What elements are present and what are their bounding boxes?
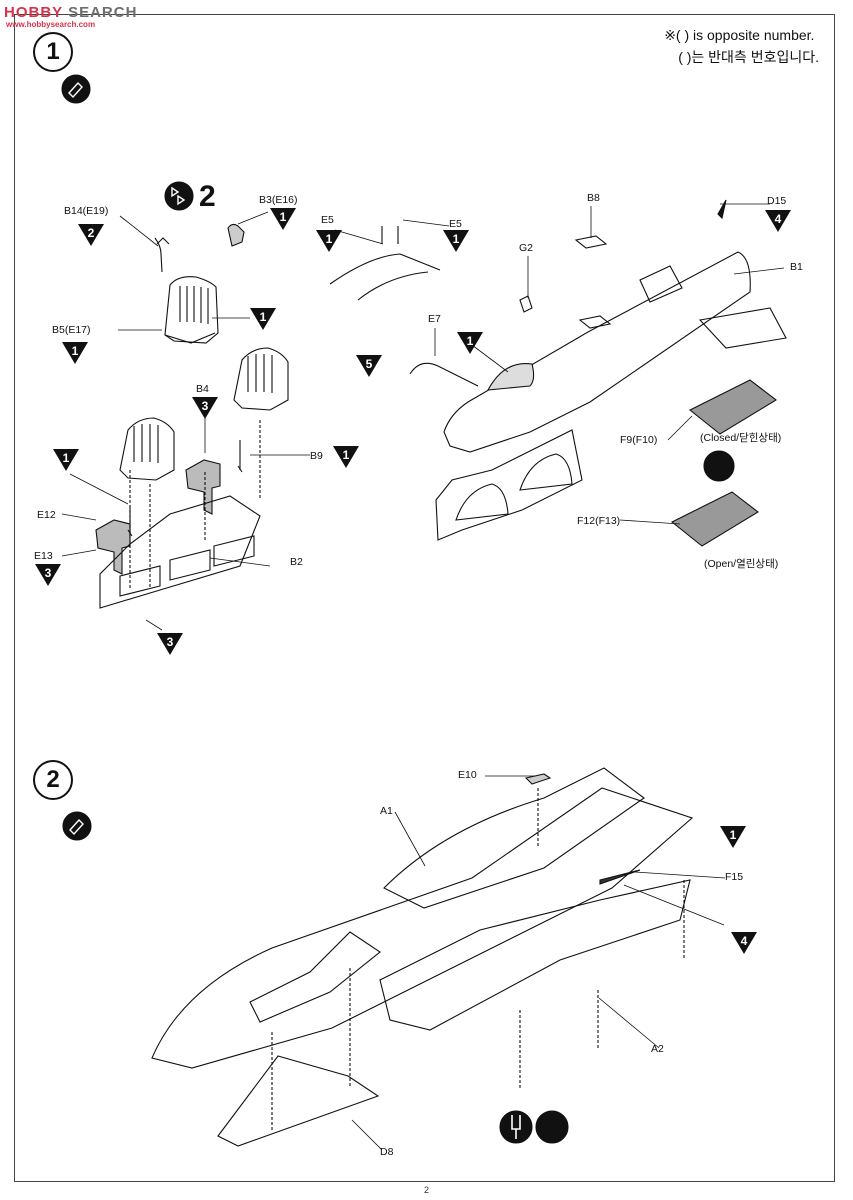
triangle-number: 1 xyxy=(730,828,737,842)
part-label-g2: G2 xyxy=(519,242,534,254)
triangle-number: 5 xyxy=(366,357,373,371)
triangle-number: 1 xyxy=(343,448,350,462)
part-label-d15: D15 xyxy=(767,195,787,207)
drill-icon xyxy=(499,1110,533,1144)
part-label-f9: F9(F10) xyxy=(620,434,658,446)
part-label-e5-right: E5 xyxy=(449,218,462,230)
triangle-number: 2 xyxy=(88,226,95,240)
step-1-number: 1 xyxy=(33,32,73,72)
step-triangle-g2: 1 xyxy=(457,332,483,354)
triangle-number: 1 xyxy=(453,232,460,246)
page-frame xyxy=(14,14,835,1182)
part-label-f15: F15 xyxy=(725,871,744,883)
step-triangle-b14: 2 xyxy=(78,224,104,246)
triangle-number: 1 xyxy=(326,232,333,246)
step-triangle-seat: 1 xyxy=(250,308,276,330)
triangle-number: 4 xyxy=(741,934,748,948)
part-label-b8: B8 xyxy=(587,192,600,204)
closed-state-label: (Closed/닫힌상태) xyxy=(700,432,782,444)
triangle-number: 1 xyxy=(72,344,79,358)
triangle-number: 3 xyxy=(45,566,52,580)
choose-icon xyxy=(703,450,735,482)
step-triangle-b2: 3 xyxy=(157,633,183,655)
note-korean: ( )는 반대측 번호입니다. xyxy=(678,49,819,65)
part-label-b5: B5(E17) xyxy=(52,324,91,336)
triangle-number: 1 xyxy=(63,451,70,465)
triangle-number: 3 xyxy=(202,399,209,413)
step-triangle-d15: 4 xyxy=(765,210,791,232)
part-label-a1: A1 xyxy=(380,805,393,817)
triangle-number: 3 xyxy=(167,635,174,649)
choose-icon-2 xyxy=(535,1110,569,1144)
part-label-b9: B9 xyxy=(310,450,323,462)
part-label-e7: E7 xyxy=(428,313,441,325)
part-label-b4: B4 xyxy=(196,383,209,395)
part-label-b14: B14(E19) xyxy=(64,205,109,217)
page-number: 2 xyxy=(423,1185,429,1195)
part-label-b1: B1 xyxy=(790,261,803,273)
opposite-number-note: ※( ) is opposite number. ( )는 반대측 번호입니다. xyxy=(664,24,819,68)
note-english: ※( ) is opposite number. xyxy=(664,27,815,43)
step-triangle-e7: 5 xyxy=(356,355,382,377)
step-triangle-e13: 3 xyxy=(35,564,61,586)
step-2-number: 2 xyxy=(33,760,73,800)
triangle-number: 1 xyxy=(280,210,287,224)
leader-lines xyxy=(61,203,785,1151)
part-label-e12: E12 xyxy=(37,509,56,521)
triangle-number: 4 xyxy=(775,212,782,226)
glue-icon-2 xyxy=(62,811,92,841)
ejection-seat-drawing xyxy=(154,223,245,344)
part-label-d8: D8 xyxy=(380,1146,394,1158)
cockpit-tub-drawing xyxy=(95,347,289,609)
step-triangle-b5: 1 xyxy=(62,342,88,364)
part-label-f12: F12(F13) xyxy=(577,515,621,527)
part-label-e5-left: E5 xyxy=(321,214,334,226)
make-two-count: 2 xyxy=(199,180,216,213)
part-label-e13: E13 xyxy=(34,550,53,562)
fuselage-halves-drawing xyxy=(151,767,694,1147)
watermark: HOBBY SEARCH www.hobbysearch.com xyxy=(4,4,138,29)
step-triangle-e5a: 1 xyxy=(316,230,342,252)
glue-icon xyxy=(61,74,91,104)
forward-fuselage-drawing xyxy=(329,199,787,547)
triangle-number: 1 xyxy=(260,310,267,324)
open-state-label: (Open/열린상태) xyxy=(704,558,779,570)
triangle-number: 1 xyxy=(467,334,474,348)
step-triangle-f15-top: 1 xyxy=(720,826,746,848)
step-triangle-e12: 1 xyxy=(53,449,79,471)
step-triangle-b9: 1 xyxy=(333,446,359,468)
part-label-a2: A2 xyxy=(651,1043,664,1055)
part-label-b2: B2 xyxy=(290,556,303,568)
part-label-e10: E10 xyxy=(458,769,477,781)
make-two-icon xyxy=(164,181,194,211)
step-triangle-f15-bottom: 4 xyxy=(731,932,757,954)
step-triangle-e5b: 1 xyxy=(443,230,469,252)
step-triangle-b3: 1 xyxy=(270,208,296,230)
part-label-b3: B3(E16) xyxy=(259,194,298,206)
step-triangle-b4: 3 xyxy=(192,397,218,419)
